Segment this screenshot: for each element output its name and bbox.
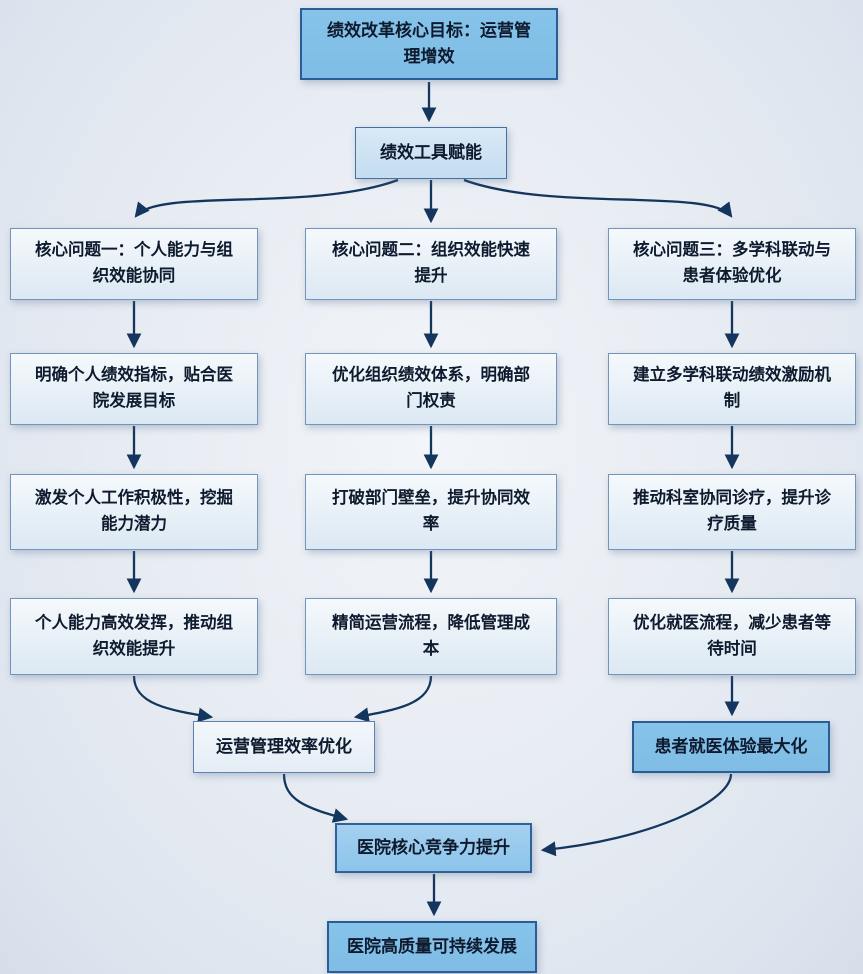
node-goal: 绩效改革核心目标：运营管 理增效 <box>300 8 558 80</box>
node-step-c2: 精简运营流程，降低管理成 本 <box>305 598 557 675</box>
arrow-tool-to-q3 <box>463 178 733 218</box>
node-step-b1-label: 激发个人工作积极性，挖掘 能力潜力 <box>35 489 233 533</box>
node-merge-ops: 运营管理效率优化 <box>193 721 375 773</box>
node-merge-patient: 患者就医体验最大化 <box>632 721 830 773</box>
node-step-b1: 激发个人工作积极性，挖掘 能力潜力 <box>10 474 258 550</box>
node-step-a2-label: 优化组织绩效体系，明确部 门权责 <box>332 366 530 410</box>
node-core-competitiveness-label: 医院核心竞争力提升 <box>357 837 510 857</box>
node-merge-ops-label: 运营管理效率优化 <box>216 736 352 756</box>
node-step-c1-label: 个人能力高效发挥，推动组 织效能提升 <box>35 613 233 658</box>
node-step-b2: 打破部门壁垒，提升协同效 率 <box>305 474 557 550</box>
node-step-c1: 个人能力高效发挥，推动组 织效能提升 <box>10 598 258 675</box>
node-tool: 绩效工具赋能 <box>355 127 507 179</box>
node-step-b3-label: 推动科室协同诊疗，提升诊 疗质量 <box>633 489 831 533</box>
node-step-a1: 明确个人绩效指标，贴合医 院发展目标 <box>10 353 258 425</box>
node-tool-label: 绩效工具赋能 <box>380 142 482 162</box>
node-question-1: 核心问题一：个人能力与组 织效能协同 <box>10 228 258 300</box>
node-question-3: 核心问题三：多学科联动与 患者体验优化 <box>608 228 856 300</box>
node-step-a3: 建立多学科联动绩效激励机 制 <box>608 353 856 425</box>
arrow-tool-to-q1 <box>134 178 399 218</box>
node-question-1-label: 核心问题一：个人能力与组 织效能协同 <box>35 241 233 285</box>
node-question-2: 核心问题二：组织效能快速 提升 <box>305 228 557 300</box>
node-step-a2: 优化组织绩效体系，明确部 门权责 <box>305 353 557 425</box>
node-step-c3-label: 优化就医流程，减少患者等 待时间 <box>633 613 831 658</box>
node-core-competitiveness: 医院核心竞争力提升 <box>335 823 532 873</box>
node-step-a3-label: 建立多学科联动绩效激励机 制 <box>633 366 831 410</box>
node-final-development: 医院高质量可持续发展 <box>327 921 537 973</box>
node-step-b3: 推动科室协同诊疗，提升诊 疗质量 <box>608 474 856 550</box>
arrow-c1-to-merge-ops <box>132 675 214 723</box>
node-step-b2-label: 打破部门壁垒，提升协同效 率 <box>332 489 530 533</box>
arrow-merge-ops-to-core <box>282 773 349 823</box>
node-question-3-label: 核心问题三：多学科联动与 患者体验优化 <box>633 241 831 285</box>
node-question-2-label: 核心问题二：组织效能快速 提升 <box>332 241 530 285</box>
node-step-c2-label: 精简运营流程，降低管理成 本 <box>332 613 530 658</box>
node-step-c3: 优化就医流程，减少患者等 待时间 <box>608 598 856 675</box>
node-final-development-label: 医院高质量可持续发展 <box>347 936 517 956</box>
arrow-merge-patient-to-core <box>540 773 733 857</box>
arrow-c2-to-merge-ops <box>353 675 433 723</box>
node-step-a1-label: 明确个人绩效指标，贴合医 院发展目标 <box>35 366 233 410</box>
node-merge-patient-label: 患者就医体验最大化 <box>654 736 808 756</box>
node-goal-label: 绩效改革核心目标：运营管 理增效 <box>327 20 531 66</box>
